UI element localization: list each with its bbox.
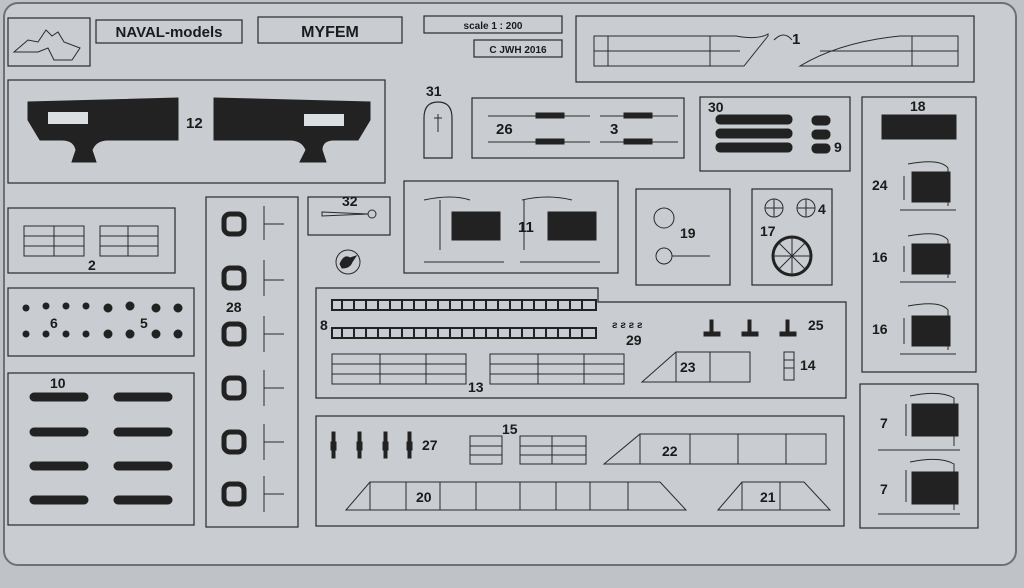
part-25-number: 25 xyxy=(808,317,824,333)
fret-plate xyxy=(3,2,1017,566)
part-17-number: 17 xyxy=(760,223,776,239)
part-20-number: 20 xyxy=(416,489,432,505)
part-26-number: 26 xyxy=(496,121,513,138)
part-31-group: 31 xyxy=(423,83,453,159)
part-21-number: 21 xyxy=(760,489,776,505)
ship-silhouette-icon xyxy=(12,29,81,61)
part-32-number: 32 xyxy=(342,193,358,209)
part-8-number: 8 xyxy=(320,317,328,333)
part-29-marks: ƨ ƨ ƨ ƨ xyxy=(612,320,643,331)
part-10-number: 10 xyxy=(50,375,66,391)
part-1-group: 1 xyxy=(575,15,975,83)
part-18-24-16-group: 18 24 16 16 xyxy=(861,96,977,373)
part-11-number: 11 xyxy=(518,219,534,236)
brand-box: NAVAL-models xyxy=(95,19,243,44)
part-5-number: 5 xyxy=(140,315,148,331)
model-label: MYFEM xyxy=(301,24,359,41)
part-16a-number: 16 xyxy=(872,249,888,265)
part-1-number: 1 xyxy=(792,31,800,48)
part-6-number: 6 xyxy=(50,315,58,331)
part-7b-number: 7 xyxy=(880,481,888,497)
part-12-number: 12 xyxy=(186,115,203,132)
bird-emblem-icon xyxy=(335,249,361,275)
part-16b-number: 16 xyxy=(872,321,888,337)
part-26-3-group: 26 3 xyxy=(471,97,685,159)
part-2-number: 2 xyxy=(88,257,96,273)
copyright-label: C JWH 2016 xyxy=(489,45,547,56)
part-24-number: 24 xyxy=(872,177,888,193)
part-29-number: 29 xyxy=(626,332,642,348)
part-10-group: 10 xyxy=(7,372,195,526)
model-box: MYFEM xyxy=(257,16,403,44)
part-30-number: 30 xyxy=(708,99,724,115)
part-30-9-group: 30 9 xyxy=(699,96,851,172)
part-23-number: 23 xyxy=(680,359,696,375)
scale-label: scale 1 : 200 xyxy=(464,21,523,32)
part-11-group: 11 xyxy=(403,180,619,274)
part-18-number: 18 xyxy=(910,98,926,114)
part-15-number: 15 xyxy=(502,421,518,437)
part-28-group: 28 xyxy=(205,196,299,528)
part-13-number: 13 xyxy=(468,379,484,395)
scale-box: scale 1 : 200 xyxy=(423,15,563,34)
part-12-group: 12 xyxy=(7,79,386,184)
part-19-number: 19 xyxy=(680,225,696,241)
part-2-group: 2 xyxy=(7,207,176,274)
part-8-13-panel: 8 13 ƨ ƨ ƨ ƨ 29 23 25 14 xyxy=(315,287,847,399)
part-4-number: 4 xyxy=(818,201,826,217)
part-4-17-group: 4 17 xyxy=(751,188,833,286)
copyright-box: C JWH 2016 xyxy=(473,39,563,58)
part-6-5-group: 6 5 xyxy=(7,287,195,357)
part-27-number: 27 xyxy=(422,437,438,453)
part-3-number: 3 xyxy=(610,121,618,138)
part-20-22-panel: 27 15 22 20 21 xyxy=(315,415,845,527)
part-32-group: 32 xyxy=(307,193,391,275)
part-19-group: 19 xyxy=(635,188,731,286)
part-22-number: 22 xyxy=(662,443,678,459)
brand-label: NAVAL-models xyxy=(116,24,223,41)
part-9-number: 9 xyxy=(834,139,842,155)
part-28-number: 28 xyxy=(226,299,242,315)
part-7a-number: 7 xyxy=(880,415,888,431)
part-14-number: 14 xyxy=(800,357,816,373)
logo-box xyxy=(7,17,91,67)
part-31-number: 31 xyxy=(426,83,442,99)
part-7-group: 7 7 xyxy=(859,383,979,529)
